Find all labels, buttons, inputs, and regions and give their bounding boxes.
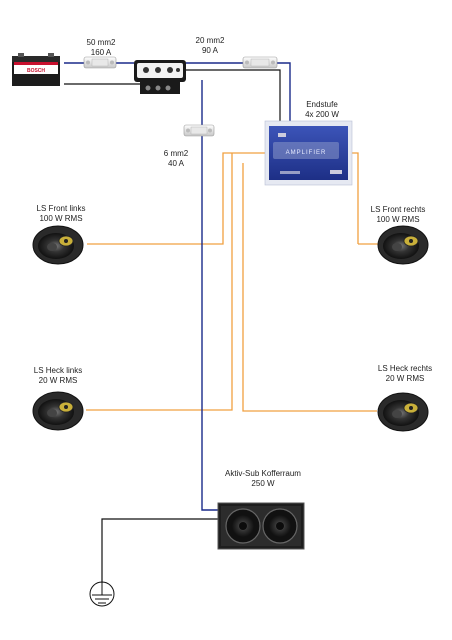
battery: BOSCH bbox=[12, 53, 60, 86]
power-wire-amp-2 bbox=[276, 62, 291, 121]
sub-fuse-rating: 40 A bbox=[167, 159, 185, 168]
speaker-rear-left-power: 20 W RMS bbox=[38, 376, 78, 385]
power-wires bbox=[64, 62, 291, 511]
amplifier-label: Endstufe 4x 200 W bbox=[305, 100, 339, 120]
battery-fuse bbox=[83, 56, 117, 69]
subwoofer bbox=[217, 502, 305, 550]
amp-fuse-cable: 20 mm2 bbox=[195, 36, 225, 45]
amplifier: AMPLIFIER bbox=[264, 120, 353, 186]
amplifier-power: 4x 200 W bbox=[305, 110, 339, 119]
battery-fuse-cable: 50 mm2 bbox=[86, 38, 116, 47]
audio-wire-rear-right bbox=[242, 163, 377, 412]
distribution-block bbox=[134, 60, 186, 94]
audio-wire-rear-left bbox=[86, 153, 233, 411]
amp-fuse bbox=[242, 56, 278, 69]
speaker-rear-left bbox=[32, 391, 84, 431]
speaker-front-right-label: LS Front rechts 100 W RMS bbox=[371, 205, 426, 225]
audio-wire-front-left bbox=[87, 152, 276, 245]
amp-fuse-label: 20 mm2 90 A bbox=[196, 36, 225, 56]
sub-fuse-label: 6 mm2 40 A bbox=[164, 149, 188, 169]
speaker-front-right-power: 100 W RMS bbox=[376, 215, 420, 224]
amp-fuse-rating: 90 A bbox=[201, 46, 218, 55]
sub-fuse-cable: 6 mm2 bbox=[163, 149, 189, 158]
subwoofer-power: 250 W bbox=[251, 479, 275, 488]
subwoofer-name: Aktiv-Sub Kofferraum bbox=[225, 469, 301, 478]
battery-fuse-label: 50 mm2 160 A bbox=[87, 38, 116, 58]
ground-wire-amp bbox=[186, 69, 281, 121]
speaker-rear-right-power: 20 W RMS bbox=[385, 374, 425, 383]
speaker-rear-right-label: LS Heck rechts 20 W RMS bbox=[378, 364, 432, 384]
speaker-rear-left-name: LS Heck links bbox=[33, 366, 83, 375]
speaker-rear-left-label: LS Heck links 20 W RMS bbox=[34, 366, 82, 386]
speaker-front-left bbox=[32, 225, 84, 265]
power-wire-sub bbox=[201, 80, 220, 511]
speaker-front-left-name: LS Front links bbox=[36, 204, 86, 213]
speaker-front-left-label: LS Front links 100 W RMS bbox=[37, 204, 86, 224]
ground-wire-sub bbox=[101, 518, 218, 583]
amplifier-brand: AMPLIFIER bbox=[286, 150, 327, 156]
ground-symbol-icon bbox=[89, 581, 115, 607]
sub-fuse bbox=[183, 124, 215, 137]
amplifier-name: Endstufe bbox=[306, 100, 338, 109]
speaker-front-right-name: LS Front rechts bbox=[370, 205, 426, 214]
battery-brand: BOSCH bbox=[27, 68, 45, 74]
speaker-rear-right bbox=[377, 392, 429, 432]
speaker-rear-right-name: LS Heck rechts bbox=[377, 364, 433, 373]
battery-fuse-rating: 160 A bbox=[90, 48, 112, 57]
subwoofer-label: Aktiv-Sub Kofferraum 250 W bbox=[225, 469, 301, 489]
speaker-front-left-power: 100 W RMS bbox=[39, 214, 83, 223]
speaker-front-right bbox=[377, 225, 429, 265]
audio-wires bbox=[86, 152, 380, 412]
